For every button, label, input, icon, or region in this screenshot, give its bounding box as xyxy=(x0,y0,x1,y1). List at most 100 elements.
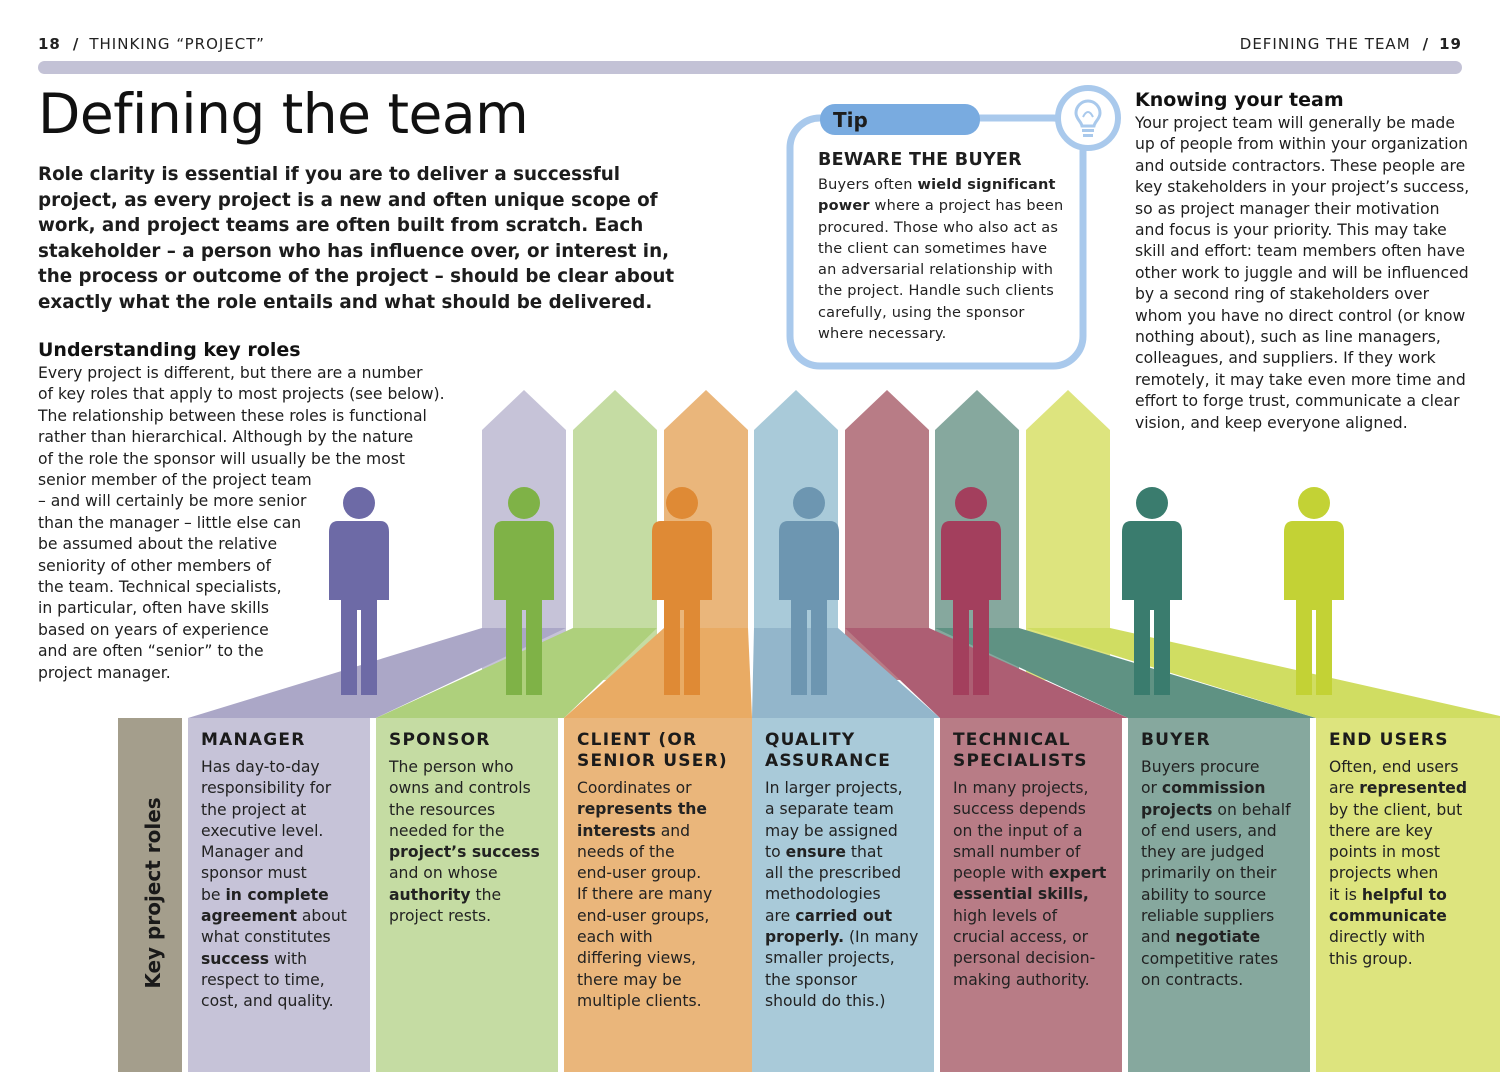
role-line: small number of xyxy=(953,842,1106,863)
right-running-title: DEFINING THE TEAM xyxy=(1239,35,1411,53)
role-line: cost, and quality. xyxy=(201,991,347,1012)
text-run: In larger projects, xyxy=(765,779,903,797)
knowing-line: nothing about), such as line managers, xyxy=(1135,328,1441,347)
role-line: respect to time, xyxy=(201,970,347,991)
person-figure-technical xyxy=(941,487,1001,695)
role-line: In larger projects, xyxy=(765,778,918,799)
role-line: people with expert xyxy=(953,863,1106,884)
role-line: making authority. xyxy=(953,970,1106,991)
role-line: communicate xyxy=(1329,906,1467,927)
text-run: smaller projects, xyxy=(765,949,895,968)
role-line: high levels of xyxy=(953,906,1106,927)
right-running-head: DEFINING THE TEAM/19 xyxy=(1239,35,1462,53)
understanding-line: based on years of experience xyxy=(38,620,269,639)
text-run: on behalf xyxy=(1212,800,1291,819)
role-title: END USERS xyxy=(1329,730,1449,751)
knowing-line: remotely, it may take even more time and xyxy=(1135,370,1466,389)
role-line: ability to source xyxy=(1141,885,1291,906)
emphasis-text: helpful to xyxy=(1361,885,1447,904)
text-run: an adversarial relationship with xyxy=(818,262,1054,279)
sponsor-arrow xyxy=(573,390,657,680)
emphasis-text: project’s success xyxy=(389,843,540,862)
end-users-band xyxy=(1316,718,1500,1072)
text-run: If there are many xyxy=(577,885,713,904)
text-run: owns and controls xyxy=(389,779,531,798)
emphasis-text: interests xyxy=(577,821,656,840)
text-run: Manager and xyxy=(201,843,304,862)
text-run: where a project has been xyxy=(869,198,1064,215)
left-running-title: THINKING “PROJECT” xyxy=(89,35,265,53)
text-run: Coordinates or xyxy=(577,779,692,797)
role-line: what constitutes xyxy=(201,927,347,948)
text-run: and xyxy=(655,821,691,840)
text-run: making authority. xyxy=(953,970,1090,989)
text-run: are xyxy=(1329,779,1360,798)
understanding-line: The relationship between these roles is … xyxy=(38,406,427,425)
text-run: and on whose xyxy=(389,864,498,883)
emphasis-text: communicate xyxy=(1329,907,1447,926)
knowing-body: Your project team will generally be made… xyxy=(1135,113,1469,434)
text-run: reliable suppliers xyxy=(1141,907,1275,926)
emphasis-text: properly. xyxy=(765,928,844,947)
text-run: multiple clients. xyxy=(577,991,702,1010)
role-line: reliable suppliers xyxy=(1141,906,1291,927)
end-users-arrow xyxy=(1026,390,1110,680)
tip-line: carefully, using the sponsor xyxy=(818,303,1063,324)
text-run: each with xyxy=(577,928,653,947)
role-title-line: ASSURANCE xyxy=(765,751,892,771)
role-line: The person who xyxy=(389,757,540,778)
role-line: of end users, and xyxy=(1141,821,1291,842)
text-run: all the prescribed xyxy=(765,864,902,883)
role-line: to ensure that xyxy=(765,842,918,863)
left-running-head: 18/THINKING “PROJECT” xyxy=(38,35,265,53)
person-figure-sponsor xyxy=(494,487,554,695)
emphasis-text: represents the xyxy=(577,800,707,819)
role-line: Often, end users xyxy=(1329,757,1467,778)
role-title-line: TECHNICAL xyxy=(953,730,1071,750)
understanding-line: than the manager – little else can xyxy=(38,513,302,532)
role-line: a separate team xyxy=(765,799,918,820)
role-line: Has day-to-day xyxy=(201,757,347,778)
role-title-line: CLIENT (OR xyxy=(577,730,698,750)
role-title-line: QUALITY xyxy=(765,730,856,750)
role-line: end-user group. xyxy=(577,863,712,884)
sponsor-band xyxy=(376,718,558,1072)
understanding-line: and are often “senior” to the xyxy=(38,642,264,661)
tip-line: the project. Handle such clients xyxy=(818,281,1063,302)
knowing-line: Your project team will generally be made xyxy=(1135,114,1455,132)
understanding-line: – and will certainly be more senior xyxy=(38,492,307,511)
text-run: people with xyxy=(953,864,1049,883)
text-run: to xyxy=(765,842,786,861)
person-figure-manager xyxy=(329,487,389,695)
text-run: directly with xyxy=(1329,928,1426,947)
text-run: on the input of a xyxy=(953,821,1083,840)
tip-line: where necessary. xyxy=(818,324,1063,345)
knowing-line: whom you have no direct control (or know xyxy=(1135,306,1466,325)
person-figure-end-users xyxy=(1284,487,1344,695)
text-run: competitive rates xyxy=(1141,949,1279,968)
role-line: project’s success xyxy=(389,842,540,863)
text-run: are xyxy=(765,906,796,925)
text-run: project rests. xyxy=(389,907,492,926)
text-run: small number of xyxy=(953,842,1081,861)
role-title: MANAGER xyxy=(201,730,306,751)
role-line: essential skills, xyxy=(953,884,1106,905)
role-line: multiple clients. xyxy=(577,991,712,1012)
understanding-line: of key roles that apply to most projects… xyxy=(38,385,445,404)
text-run: differing views, xyxy=(577,949,697,968)
role-line: interests and xyxy=(577,821,712,842)
emphasis-text: ensure xyxy=(785,842,846,861)
role-line: differing views, xyxy=(577,948,712,969)
text-run: The person who xyxy=(389,758,514,776)
text-run: personal decision- xyxy=(953,949,1096,968)
knowing-line: by a second ring of stakeholders over xyxy=(1135,285,1430,304)
role-line: crucial access, or xyxy=(953,927,1106,948)
understanding-line: be assumed about the relative xyxy=(38,535,278,554)
